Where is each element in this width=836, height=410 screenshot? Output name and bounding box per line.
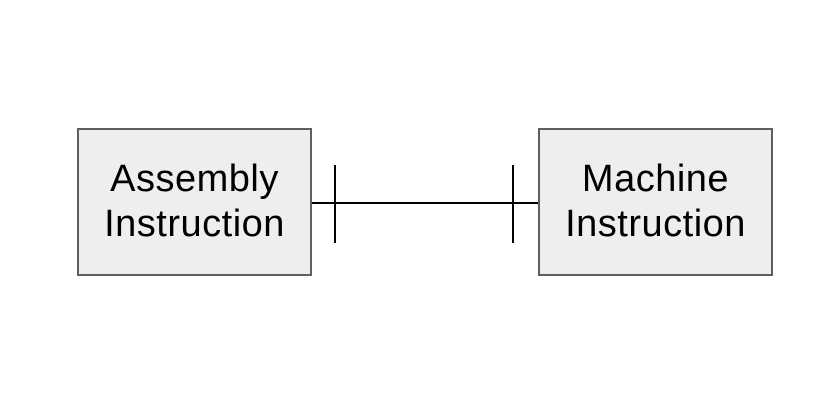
connector-left-tick — [334, 165, 336, 243]
connector-right-tick — [512, 165, 514, 243]
node-machine-instruction-label: Machine Instruction — [565, 158, 746, 245]
node-assembly-instruction-label: Assembly Instruction — [104, 158, 285, 245]
connector-line — [312, 202, 538, 204]
node-assembly-instruction: Assembly Instruction — [77, 128, 312, 276]
node-machine-instruction: Machine Instruction — [538, 128, 773, 276]
